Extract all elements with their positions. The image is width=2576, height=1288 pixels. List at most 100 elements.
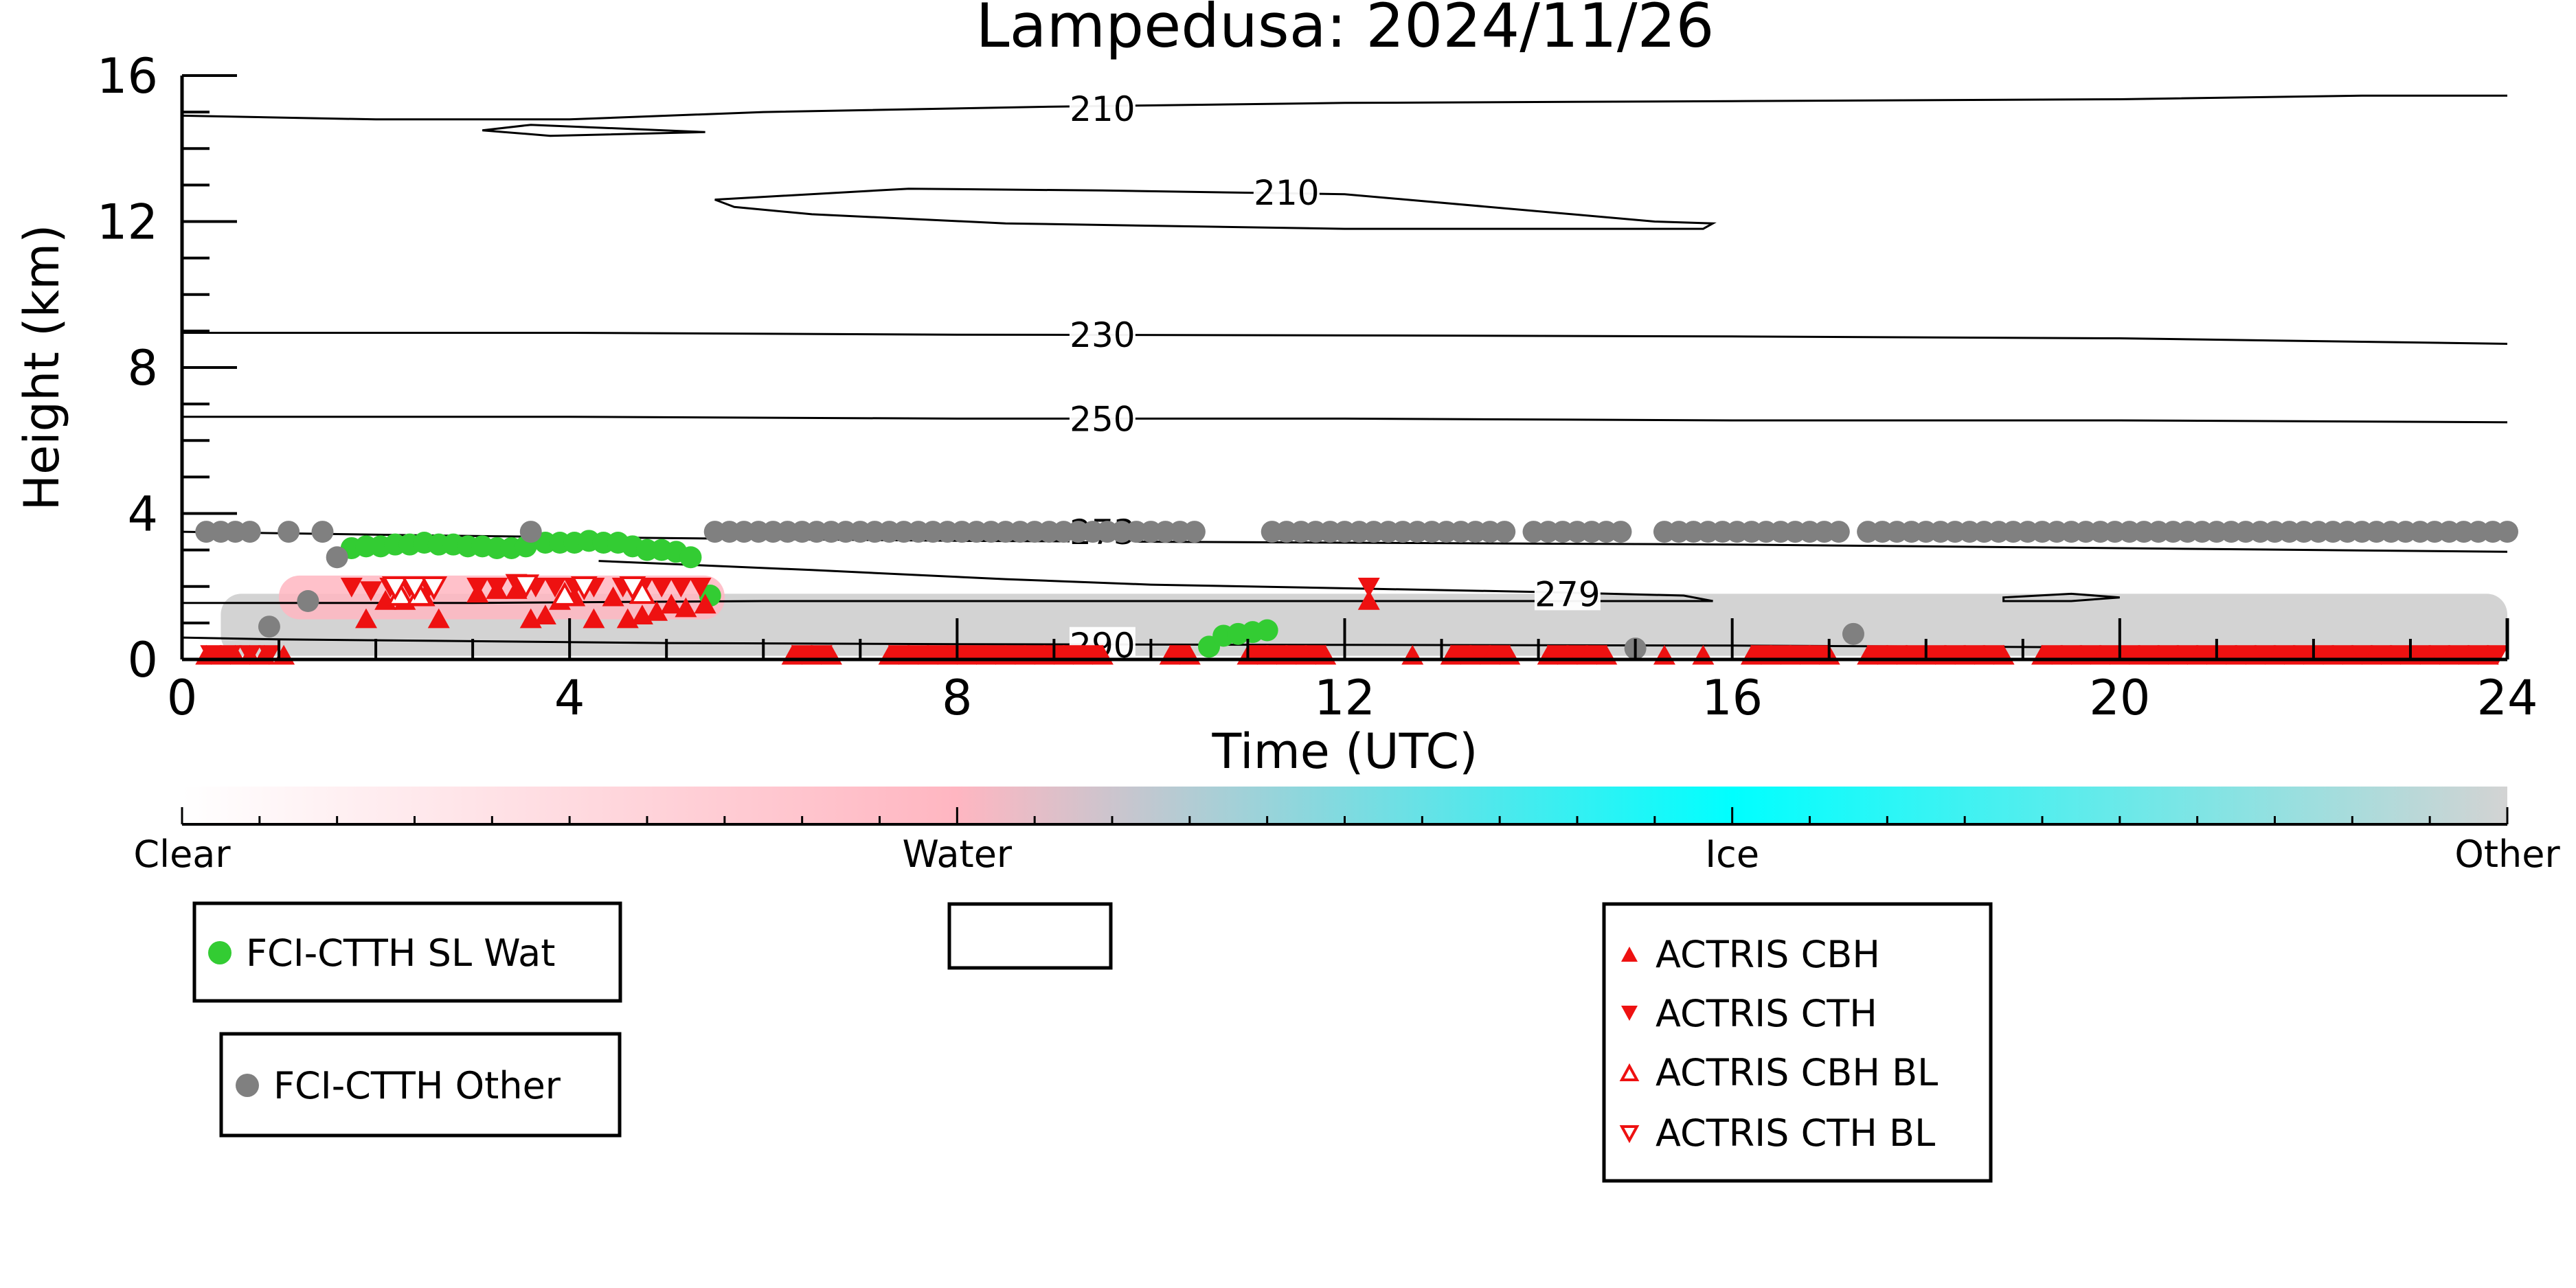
data-point-actris-cth	[791, 645, 813, 666]
data-point-actris-cth	[466, 577, 489, 598]
data-point-actris-cth	[1982, 645, 2005, 666]
data-point-actris-cth	[200, 645, 223, 666]
data-point-actris-cth	[340, 577, 363, 598]
legend-label-cth: ACTRIS CTH	[1656, 992, 1877, 1035]
x-tick-label: 8	[942, 670, 973, 726]
data-point-actris-cth	[2467, 645, 2489, 666]
x-tick-label: 12	[1314, 670, 1375, 726]
legend-marker-other	[236, 1074, 259, 1097]
data-point-actris-cth-bl	[381, 576, 409, 600]
data-point-fci-ctth-other	[1842, 622, 1864, 645]
data-point-actris-cth	[2099, 645, 2121, 666]
data-point-actris-cth	[2448, 645, 2470, 666]
data-point-actris-cth	[2428, 645, 2451, 666]
data-point-actris-cth	[2312, 645, 2335, 666]
contour-label-bg	[1069, 400, 1136, 436]
legend-marker-cth	[1621, 1006, 1638, 1021]
data-point-actris-cth	[360, 581, 383, 602]
y-tick-label: 4	[127, 486, 158, 543]
plot-area: 210210230250273279290	[180, 76, 2518, 666]
data-point-actris-cth	[1265, 645, 1288, 666]
data-point-actris-cth	[258, 645, 280, 666]
marker-layer	[195, 521, 2518, 666]
data-point-actris-cth	[907, 645, 929, 666]
legend-label-cth-bl: ACTRIS CTH BL	[1656, 1111, 1935, 1155]
data-point-actris-cbh	[583, 608, 605, 629]
plot-frame	[182, 76, 2507, 659]
contour-label: 210	[1070, 89, 1135, 129]
data-point-actris-cth	[1585, 645, 1608, 666]
data-point-actris-cth	[1304, 645, 1327, 666]
data-point-actris-cth	[2118, 645, 2140, 666]
chart-title: Lampedusa: 2024/11/26	[976, 0, 1715, 61]
data-point-actris-cth	[2331, 645, 2354, 666]
data-point-fci-ctth-other	[519, 521, 542, 543]
x-axis-label: Time (UTC)	[1212, 723, 1478, 780]
data-point-actris-cth	[1449, 645, 1472, 666]
data-point-actris-cth	[810, 645, 833, 666]
data-point-fci-ctth-sl-wat	[679, 546, 702, 569]
colorbar-label: Ice	[1705, 833, 1759, 876]
legend-label-water: FCI-CTTH SL Wat	[246, 931, 555, 975]
data-point-actris-cbh	[694, 594, 716, 614]
y-tick-label: 12	[97, 194, 158, 251]
legend-water: FCI-CTTH SL Wat	[192, 901, 622, 1003]
data-point-actris-cth	[2079, 645, 2102, 666]
data-point-fci-ctth-other	[297, 590, 319, 612]
data-point-actris-cth	[984, 645, 1007, 666]
legend-label-cbh-bl: ACTRIS CBH BL	[1656, 1051, 1938, 1094]
legend-marker-water	[208, 941, 231, 964]
data-point-actris-cth	[2195, 645, 2218, 666]
data-point-actris-cth-bl	[619, 576, 646, 600]
legend-box	[219, 1032, 622, 1138]
data-point-actris-cth	[1546, 645, 1569, 666]
x-tick-label: 4	[554, 670, 585, 726]
data-point-actris-cth	[1285, 645, 1307, 666]
data-point-actris-cth	[2215, 645, 2237, 666]
y-tick-label: 8	[127, 340, 158, 396]
data-point-actris-cth	[1770, 645, 1792, 666]
legend-empty	[947, 902, 1113, 970]
data-point-actris-cth	[238, 645, 261, 666]
legend-marker-cbh-bl	[1619, 1063, 1640, 1081]
data-point-actris-cth-bl	[512, 574, 540, 599]
data-point-actris-cth	[486, 577, 508, 598]
data-point-actris-cth	[2389, 645, 2412, 666]
data-point-actris-cth-bl	[420, 576, 448, 600]
data-point-actris-cth	[2351, 645, 2373, 666]
data-point-actris-cth	[544, 577, 567, 598]
colorbar-label: Clear	[133, 833, 231, 876]
legend-label-other: FCI-CTTH Other	[273, 1064, 561, 1107]
data-point-actris-cbh	[675, 597, 697, 618]
data-point-actris-cth	[1004, 645, 1026, 666]
contour-label: 210	[1254, 173, 1319, 213]
data-point-fci-ctth-other	[1827, 521, 1850, 543]
data-point-actris-cth	[927, 645, 949, 666]
contour-line	[182, 332, 2507, 345]
contour-label-bg	[1534, 576, 1601, 611]
data-point-actris-cth-bl	[570, 576, 598, 600]
contour-line	[182, 416, 2507, 424]
y-tick-label: 16	[97, 48, 158, 104]
data-point-actris-cth-bl	[401, 576, 428, 600]
data-point-fci-ctth-other	[278, 521, 300, 543]
contour-label-bg	[1069, 90, 1136, 125]
contour-label-bg	[1253, 174, 1320, 209]
legend-actris: ACTRIS CBH ACTRIS CTH ACTRIS CBH BL ACTR…	[1602, 902, 1993, 1183]
legend-box	[947, 902, 1113, 970]
contour-line	[182, 560, 1713, 605]
data-point-actris-cth	[1246, 645, 1269, 666]
data-point-actris-cbh	[646, 600, 668, 621]
data-point-actris-cth	[1168, 645, 1191, 666]
x-tick-label: 20	[2089, 670, 2150, 726]
data-point-actris-cth	[219, 645, 242, 666]
data-point-actris-cbh	[660, 594, 683, 614]
legend-box	[1602, 902, 1993, 1183]
legend-other: FCI-CTTH Other	[219, 1032, 622, 1138]
data-point-actris-cth	[2060, 645, 2083, 666]
colorbar-label: Other	[2454, 833, 2560, 876]
data-point-actris-cth	[1489, 645, 1511, 666]
contour-line	[714, 188, 1717, 230]
